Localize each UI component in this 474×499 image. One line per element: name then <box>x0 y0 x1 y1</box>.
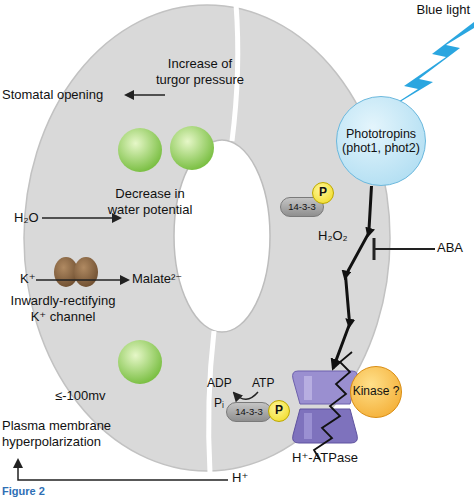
chloroplast <box>118 340 162 384</box>
hormone-label: ABA <box>437 240 474 256</box>
protein-label: 14-3-3 <box>226 407 272 418</box>
process-label: Increase of turgor pressure <box>150 56 250 87</box>
pump-subunit <box>293 371 358 404</box>
proton-path <box>314 352 352 460</box>
chloroplast <box>118 128 162 172</box>
cell-boundary <box>209 331 214 473</box>
ion-label: K⁺ <box>20 271 40 287</box>
stimulus-label: Blue light <box>398 2 470 18</box>
molecule-label: ATP <box>252 376 282 390</box>
phosphate-circle: P <box>268 400 290 422</box>
kinase-circle: Kinase ? <box>350 366 402 418</box>
phosphate-circle: P <box>312 182 334 204</box>
arrow <box>18 460 228 480</box>
pump-highlight <box>304 413 312 439</box>
molecule-label: ADP <box>207 376 237 390</box>
k-channel-symbol <box>74 257 98 287</box>
ion-label: Malate²⁻ <box>132 271 202 287</box>
outcome-label: Stomatal opening <box>2 87 124 103</box>
cell-boundary <box>232 4 238 141</box>
figure-caption: Figure 2 <box>2 485 45 498</box>
reaction-arrow <box>234 392 258 399</box>
pump-highlight <box>304 376 312 400</box>
process-label: Decrease in water potential <box>100 186 200 217</box>
inhibition-line <box>374 248 435 250</box>
phosphate-label: P <box>269 404 289 418</box>
signal-arrow <box>333 186 371 368</box>
process-label: Plasma membrane hyperpolarization <box>2 418 142 449</box>
photoreceptor-name: Phototropins (phot1, phot2) <box>331 127 431 156</box>
pump-shape <box>290 368 360 446</box>
protein-label: 14-3-3 <box>280 202 324 213</box>
protein-14-3-3: 14-3-3 <box>226 402 272 422</box>
pump-name: H⁺-ATPase <box>292 450 358 465</box>
arrow <box>42 217 120 219</box>
arrow <box>36 279 128 281</box>
proton-pump: H⁺-ATPase <box>290 368 360 446</box>
chloroplast <box>170 126 214 170</box>
voltage-label: ≤-100mv <box>55 388 125 404</box>
inhibition-bar <box>373 238 376 260</box>
kinase-label: Kinase ? <box>341 385 411 399</box>
phosphate-label: P <box>313 186 333 200</box>
photoreceptor-circle: Phototropins (phot1, phot2) <box>336 96 426 186</box>
ion-label: H⁺ <box>232 470 262 486</box>
arrow <box>126 94 165 96</box>
pump-subunit <box>293 409 358 443</box>
molecule-label: H₂O <box>14 210 44 226</box>
channel-name: Inwardly-rectifying K⁺ channel <box>2 293 124 324</box>
molecule-label: H₂O₂ <box>318 228 358 244</box>
